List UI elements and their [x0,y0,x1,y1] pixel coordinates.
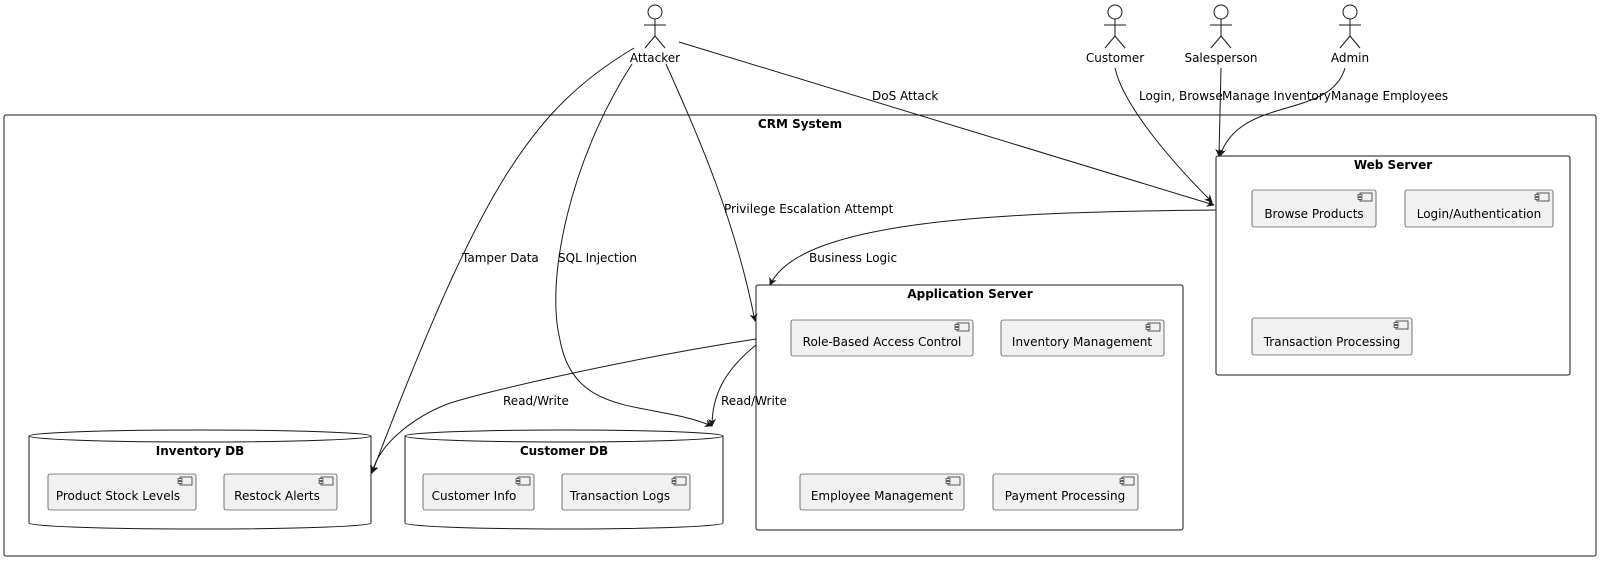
customer-db-title: Customer DB [520,444,608,458]
edge-tamper-data: Tamper Data [370,47,635,474]
edge-label: Read/Write [503,394,569,408]
web-server-title: Web Server [1354,158,1432,172]
edge-sql-injection: SQL Injection [555,63,713,427]
component-role-based-access-control: Role-Based Access Control [790,319,974,357]
component-transaction-processing: Transaction Processing [1251,317,1413,356]
edge-label: Manage Employees [1331,89,1448,103]
component-product-stock-levels: Product Stock Levels [47,473,197,511]
component-label: Transaction Processing [1263,335,1401,349]
component-browse-products: Browse Products [1251,189,1377,228]
component-label: Customer Info [432,489,517,503]
actor-admin: Admin [1331,4,1369,65]
edge-manage-employees: Manage Employees [1218,67,1448,157]
component-label: Product Stock Levels [56,489,180,503]
application-server-title: Application Server [907,287,1032,301]
web-server-box: Web Server Browse Products Login/Authent… [1215,155,1571,376]
actor-salesperson: Salesperson [1184,4,1258,65]
crm-system-frame: CRM System [3,114,1597,557]
inventory-db-cylinder: Inventory DB Product Stock Levels Restoc… [28,429,372,530]
edge-read-write-customer: Read/Write [708,344,787,427]
actor-label: Attacker [630,51,680,65]
edge-label: Manage Inventory [1222,89,1331,103]
component-restock-alerts: Restock Alerts [223,473,338,511]
component-customer-info: Customer Info [422,473,535,511]
actor-label: Admin [1331,51,1369,65]
system-title: CRM System [758,117,842,131]
actor-customer: Customer [1086,4,1144,65]
actor-attacker: Attacker [630,4,680,65]
edge-label: DoS Attack [872,89,938,103]
edge-label: Tamper Data [461,251,539,265]
component-label: Browse Products [1264,207,1363,221]
component-label: Transaction Logs [569,489,670,503]
customer-db-cylinder: Customer DB Customer Info Transaction Lo… [404,429,724,530]
edge-login-browse: Login, Browse [1114,67,1223,203]
edge-privilege-escalation: Privilege Escalation Attempt [665,63,894,322]
edge-label: Privilege Escalation Attempt [724,202,894,216]
component-label: Inventory Management [1012,335,1152,349]
actor-label: Customer [1086,51,1144,65]
component-label: Employee Management [811,489,954,503]
application-server-box: Application Server Role-Based Access Con… [755,284,1184,531]
edge-read-write-inventory: Read/Write [369,338,757,474]
stick-figure-icon [644,4,666,49]
edge-label: Login, Browse [1139,89,1223,103]
component-label: Login/Authentication [1417,207,1542,221]
edge-label: Read/Write [721,394,787,408]
component-inventory-management: Inventory Management [1000,319,1165,357]
component-transaction-logs: Transaction Logs [561,473,691,511]
component-employee-management: Employee Management [799,473,965,511]
component-label: Role-Based Access Control [803,335,962,349]
component-label: Payment Processing [1005,489,1125,503]
edge-manage-inventory: Manage Inventory [1215,67,1331,157]
component-payment-processing: Payment Processing [992,473,1139,511]
edge-label: Business Logic [809,251,897,265]
inventory-db-title: Inventory DB [156,444,245,458]
stick-figure-icon [1210,4,1232,49]
actor-label: Salesperson [1184,51,1257,65]
stick-figure-icon [1339,4,1361,49]
component-login-authentication: Login/Authentication [1404,189,1554,228]
edge-dos-attack: DoS Attack [678,41,1215,207]
component-label: Restock Alerts [234,489,320,503]
stick-figure-icon [1104,4,1126,49]
edge-label: SQL Injection [558,251,637,265]
edge-business-logic: Business Logic [769,209,1217,286]
